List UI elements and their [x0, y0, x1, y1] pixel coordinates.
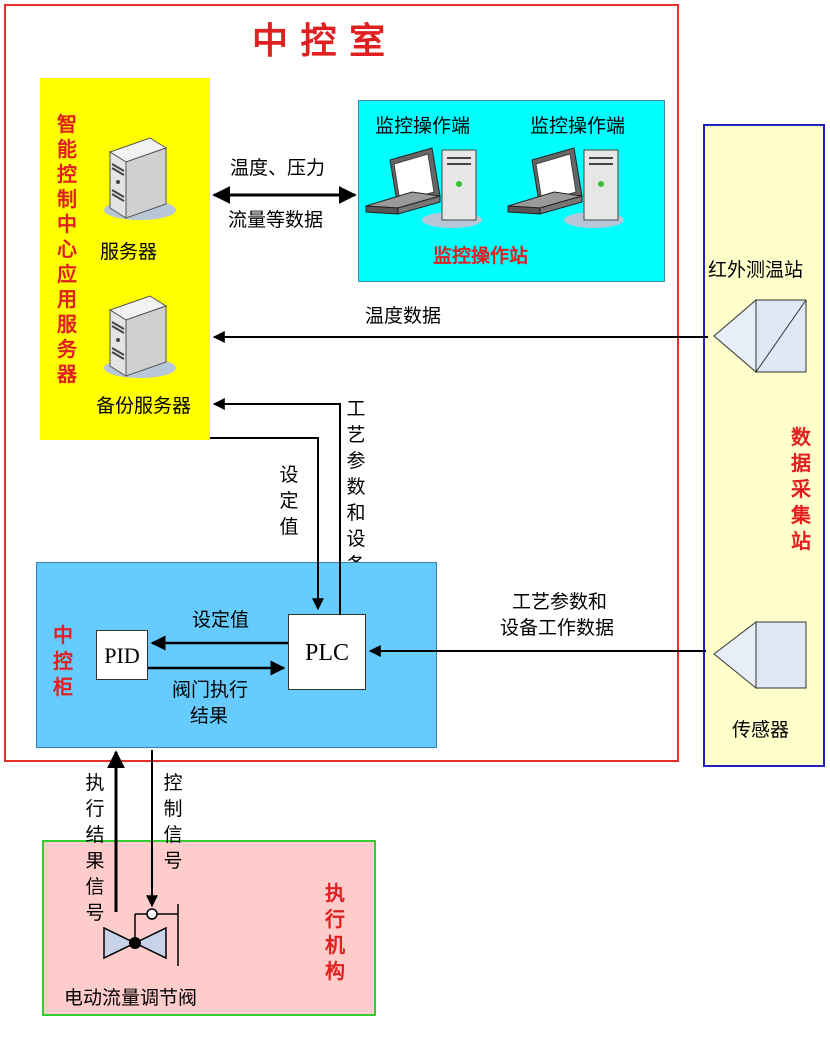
control-signal-label: 控制信号	[163, 772, 183, 872]
app-server-box	[40, 78, 210, 440]
monitor-terminal-2-label: 监控操作端	[530, 115, 626, 137]
exec-result-signal-label: 执行结果信号	[85, 772, 105, 924]
plc-block: PLC	[288, 614, 366, 690]
sensor-data-line1: 工艺参数和	[512, 591, 608, 613]
control-cabinet-vertical-label: 中控柜	[53, 623, 73, 699]
backup-server-icon	[104, 295, 176, 378]
sensor-data-line2: 设备工作数据	[500, 617, 615, 639]
actuator-box	[42, 840, 376, 1016]
plc-label: PLC	[304, 640, 349, 666]
app-server-vertical-label: 智能控制中心应用服务器	[57, 112, 77, 386]
plc-pid-setpoint-label: 设定值	[192, 609, 250, 631]
sensor-label: 传感器	[732, 719, 790, 741]
valve-label: 电动流量调节阀	[64, 987, 198, 1009]
control-valve-icon	[103, 904, 179, 966]
actuator-vertical-label: 执行机构	[325, 881, 345, 983]
setpoint-arrow	[210, 437, 324, 611]
valve-result-line1: 阀门执行	[172, 679, 249, 701]
valve-result-line2: 结果	[190, 705, 229, 727]
workstation-icon-2	[507, 147, 624, 228]
monitor-terminal-1-label: 监控操作端	[375, 115, 471, 137]
server-icon	[104, 137, 176, 220]
server-label: 服务器	[100, 241, 158, 263]
ir-sensor-icon	[713, 298, 807, 374]
sensor-icon	[713, 620, 807, 690]
server-monitor-flow-line1: 温度、压力	[230, 157, 326, 179]
pid-label: PID	[104, 643, 140, 668]
process-params-arrow	[212, 398, 341, 614]
workstation-icon-1	[365, 147, 482, 228]
monitor-station-label: 监控操作站	[433, 245, 529, 267]
control-room-title: 中 控 室	[252, 21, 386, 62]
backup-server-label: 备份服务器	[96, 395, 192, 417]
control-room-frame	[4, 4, 679, 762]
ir-station-label: 红外测温站	[708, 259, 804, 281]
setpoint-vertical-label: 设定值	[279, 464, 299, 538]
temperature-data-label: 温度数据	[365, 305, 442, 327]
data-station-vertical-label: 数据采集站	[791, 425, 811, 553]
pid-block: PID	[96, 630, 148, 680]
server-monitor-flow-line2: 流量等数据	[228, 209, 324, 231]
